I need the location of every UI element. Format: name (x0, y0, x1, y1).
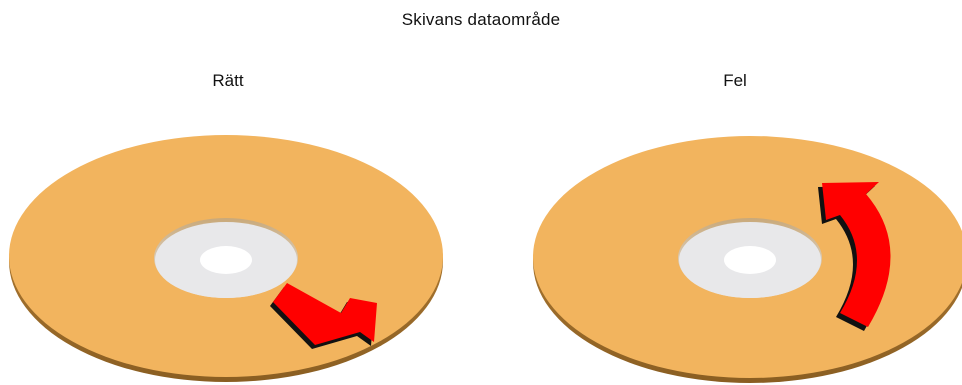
arrow-correct (270, 283, 377, 349)
correct-label: Rätt (212, 71, 244, 90)
arrow-incorrect (818, 182, 891, 331)
center-hole (724, 246, 776, 274)
disc-correct (9, 135, 443, 382)
incorrect-label: Fel (723, 71, 747, 90)
disc-incorrect (533, 136, 962, 383)
diagram-title: Skivans dataområde (401, 10, 561, 29)
center-hole (200, 246, 252, 274)
